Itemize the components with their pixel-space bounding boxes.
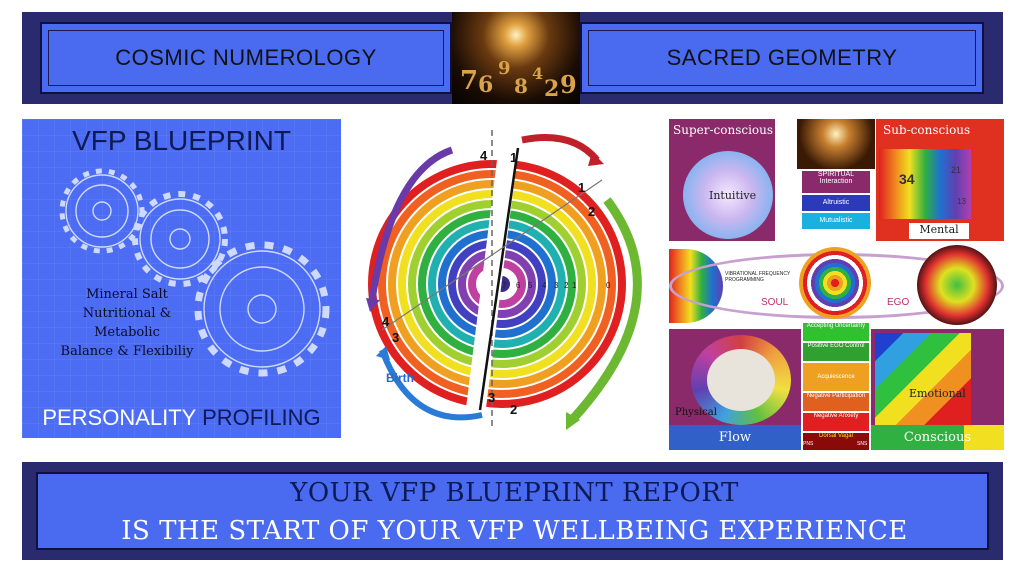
bottom-banner-inner: YOUR VFP BLUEPRINT REPORT IS THE START O…	[36, 472, 989, 550]
spiritual-interaction-box: SPIRITUAL Interaction	[802, 171, 870, 193]
physical-label: Physical	[675, 407, 717, 418]
wheel-number: 4	[382, 314, 390, 329]
profiling-word: PROFILING	[202, 405, 321, 430]
wheel-number: 1	[578, 180, 585, 195]
gears-illustration	[59, 168, 330, 377]
scale-number: 4	[542, 281, 547, 290]
pns-label: PNS	[803, 441, 814, 447]
mineral-line: Balance & Flexibiliy	[60, 344, 194, 359]
digit: 4	[532, 64, 544, 83]
altruistic-box: Altruistic	[802, 195, 870, 211]
digit: 2	[544, 76, 560, 102]
astrology-wheel-center	[707, 349, 775, 411]
digit: 6	[478, 72, 494, 98]
numerology-image: 7 6 9 8 4 2 9	[452, 12, 580, 104]
scale-number: 7	[502, 281, 507, 290]
sub-conscious-label: Sub-conscious	[883, 123, 971, 137]
chakra-circle	[917, 245, 997, 325]
fibonacci-rainbow	[879, 149, 971, 219]
wheel-number: 2	[588, 204, 595, 219]
personality-word: PERSONALITY	[42, 405, 196, 430]
sns-label: SNS	[857, 441, 868, 447]
intuitive-label: Intuitive	[709, 189, 757, 202]
flow-label: Flow	[669, 425, 801, 450]
acquiescence-box: Acquiescence	[803, 363, 869, 391]
fib-number: 13	[957, 197, 966, 206]
vfp-blueprint-panel: VFP BLUEPRINT Mineral Salt Nutritional &…	[22, 119, 341, 438]
scale-number: 3	[554, 281, 559, 290]
digit: 9	[498, 58, 511, 79]
wheel-number: 2	[510, 402, 517, 417]
scale-number: 0	[606, 281, 611, 290]
sacred-geometry-circle	[683, 151, 773, 239]
fib-number: 21	[951, 165, 962, 175]
conscious-label: Conscious	[871, 425, 1004, 450]
ego-label: EGO	[887, 297, 910, 308]
bottom-banner: YOUR VFP BLUEPRINT REPORT IS THE START O…	[22, 462, 1003, 560]
mini-wheel	[799, 247, 871, 319]
cosmic-numerology-box: COSMIC NUMEROLOGY	[40, 22, 452, 94]
wheel-number: 1	[510, 150, 517, 165]
scale-number: 1	[572, 281, 577, 290]
negative-anxiety-box: Negative Anxiety	[803, 413, 869, 431]
emotional-rainbow	[875, 333, 971, 425]
scale-number: 5	[528, 281, 533, 290]
wheel-number: 4	[480, 148, 488, 163]
emotional-label: Emotional	[909, 387, 966, 400]
sacred-geometry-label: SACRED GEOMETRY	[666, 45, 898, 70]
digit: 9	[560, 70, 577, 99]
report-title: YOUR VFP BLUEPRINT REPORT	[290, 478, 739, 508]
negative-participation-box: Negative Participation	[803, 393, 869, 411]
wellbeing-tagline: IS THE START OF YOUR VFP WELLBEING EXPER…	[121, 516, 908, 546]
numerology-thumb	[797, 119, 875, 169]
personality-profiling-label: PERSONALITY PROFILING	[22, 405, 341, 431]
dorsal-vagal-box: Dorsal Vagal	[803, 433, 869, 450]
vibrational-label: VIBRATIONAL FREQUENCY PROGRAMMING	[725, 271, 791, 283]
mutualistic-box: Mutualistic	[802, 213, 870, 229]
mineral-line: Metabolic	[94, 325, 160, 340]
cosmic-numerology-label: COSMIC NUMEROLOGY	[115, 45, 377, 70]
vfp-blueprint-title: VFP BLUEPRINT	[72, 125, 291, 156]
birth-label: Birth	[386, 371, 414, 385]
wheel-number: 3	[488, 390, 495, 405]
digit: 8	[514, 74, 528, 98]
scale-number: 6	[516, 281, 521, 290]
wheel-number: 3	[392, 330, 399, 345]
consciousness-collage: Super-conscious Intuitive SPIRITUAL Inte…	[669, 119, 1004, 450]
fib-number: 34	[899, 171, 915, 187]
mineral-line: Nutritional &	[82, 306, 172, 321]
digit: 7	[460, 66, 479, 96]
scale-number: 2	[564, 281, 569, 290]
mineral-line: Mineral Salt	[86, 287, 168, 302]
positive-ego-box: Positive EGO Control	[803, 343, 869, 361]
accepting-box: Accepting Uncertainty	[803, 323, 869, 341]
soul-label: SOUL	[761, 297, 789, 308]
super-conscious-label: Super-conscious	[673, 123, 774, 137]
top-banner: COSMIC NUMEROLOGY 7 6 9 8 4 2 9 SACRED G…	[22, 12, 1003, 104]
frequency-wheel: 4 1 1 2 4 3 3 2 7 6 5 4 3 2 1 0 Birth	[366, 130, 642, 430]
sacred-geometry-box: SACRED GEOMETRY	[580, 22, 984, 94]
mental-label: Mental	[909, 223, 969, 239]
